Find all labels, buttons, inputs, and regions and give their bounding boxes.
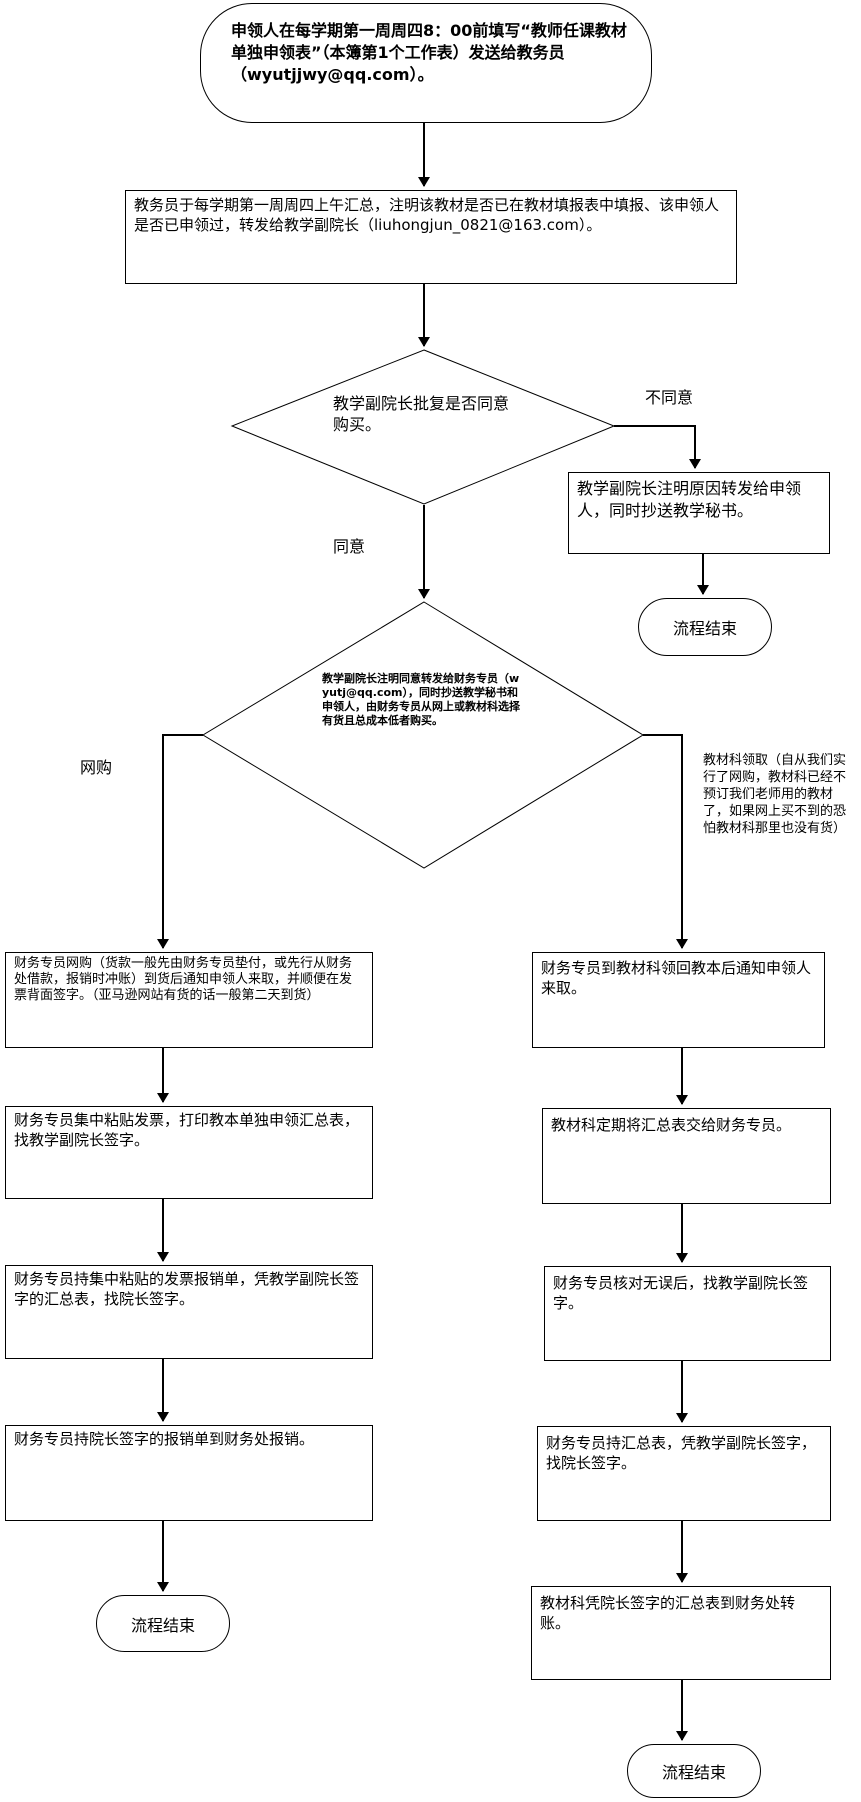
left-step-3: 财务专员持集中粘贴的发票报销单，凭教学副院长签字的汇总表，找院长签字。 (5, 1265, 373, 1359)
decision2-diamond (202, 601, 644, 869)
right-step-5: 教材科凭院长签字的汇总表到财务处转账。 (531, 1586, 831, 1680)
label-agree: 同意 (333, 537, 366, 556)
right-step-1: 财务专员到教材科领回教本后通知申领人来取。 (532, 952, 825, 1048)
reject-box: 教学副院长注明原因转发给申领人，同时抄送教学秘书。 (568, 472, 830, 554)
decision1-text: 教学副院长批复是否同意购买。 (333, 394, 510, 434)
label-online: 网购 (80, 758, 113, 777)
label-disagree: 不同意 (645, 388, 694, 407)
label-textbook-office: 教材科领取（自从我们实行了网购，教材科已经不预订我们老师用的教材了，如果网上买不… (703, 753, 847, 836)
decision1-diamond (230, 349, 616, 505)
decision2-text: 教学副院长注明同意转发给财务专员（wyutj@qq.com），同时抄送教学秘书和… (322, 672, 520, 727)
end-node-right: 流程结束 (627, 1744, 761, 1798)
left-step-1: 财务专员网购（货款一般先由财务专员垫付，或先行从财务处借款，报销时冲账）到货后通… (5, 952, 373, 1048)
end-node-reject: 流程结束 (638, 598, 772, 656)
start-node: 申领人在每学期第一周周四8：00前填写“教师任课教材单独申领表”（本簿第1个工作… (200, 3, 652, 123)
end-node-left: 流程结束 (96, 1595, 230, 1652)
right-step-3: 财务专员核对无误后，找教学副院长签字。 (544, 1266, 831, 1361)
right-step-4: 财务专员持汇总表，凭教学副院长签字，找院长签字。 (537, 1426, 831, 1521)
right-step-2: 教材科定期将汇总表交给财务专员。 (542, 1108, 831, 1204)
arrow-decision2-to-online (157, 734, 203, 949)
left-step-2: 财务专员集中粘贴发票，打印教本单独申领汇总表，找教学副院长签字。 (5, 1106, 373, 1199)
arrow-decision2-to-office (643, 734, 688, 949)
left-step-4: 财务专员持院长签字的报销单到财务处报销。 (5, 1425, 373, 1521)
step-summary-box: 教务员于每学期第一周周四上午汇总，注明该教材是否已在教材填报表中填报、该申领人是… (125, 190, 737, 284)
arrow-decision1-to-reject (614, 425, 701, 469)
